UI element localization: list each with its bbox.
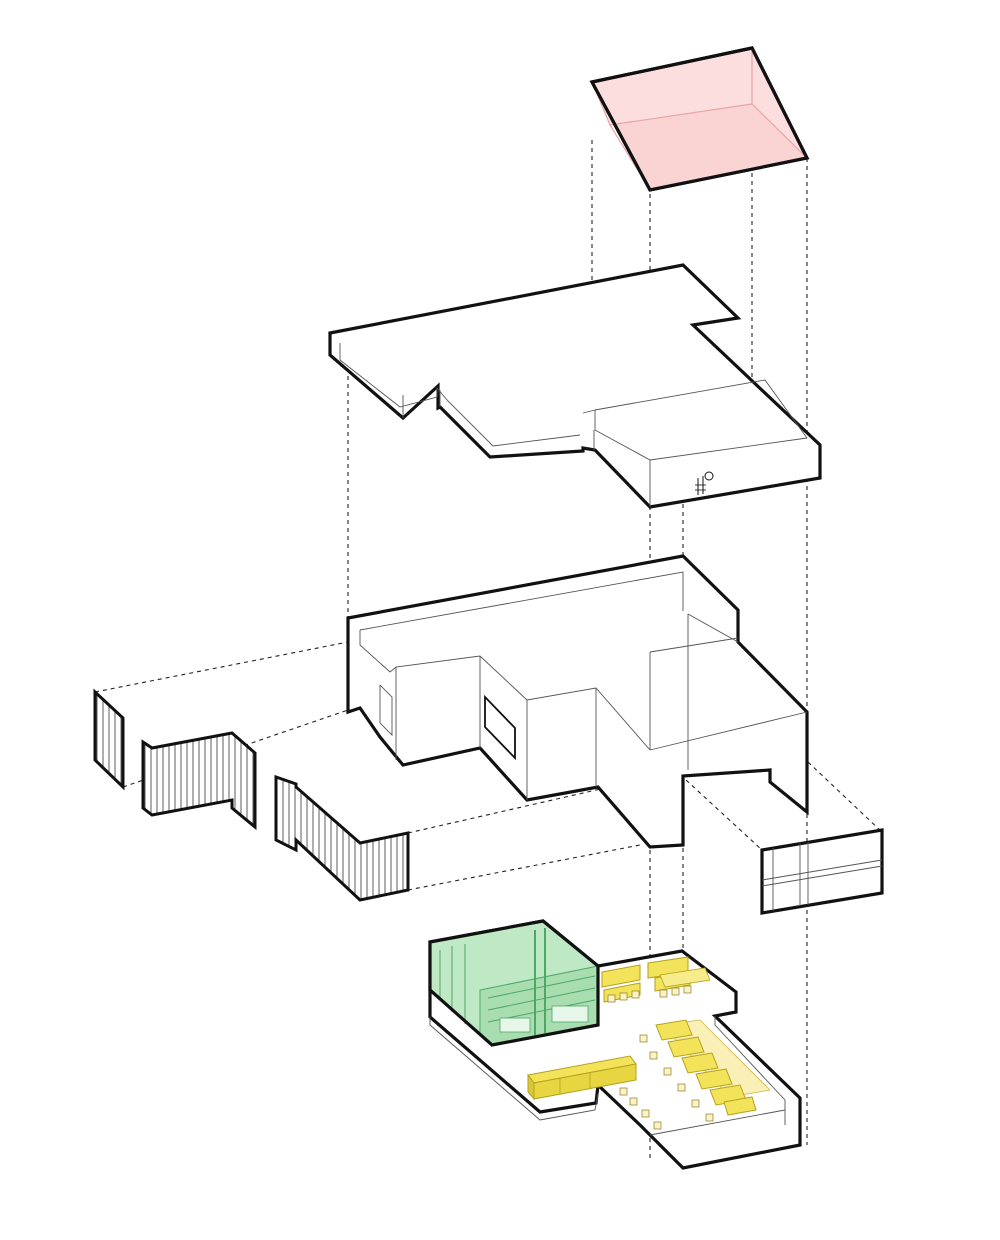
facade-panel-3	[274, 774, 410, 902]
tables-upper	[601, 956, 711, 1003]
ceiling-plate	[328, 263, 822, 509]
chairs	[607, 985, 714, 1130]
tables-right	[655, 1019, 757, 1116]
wall-shell	[346, 554, 809, 849]
ceiling-logo-icon	[695, 471, 714, 495]
facade-panel-1	[93, 688, 125, 791]
facade-panel-2	[141, 731, 257, 831]
bar-counter	[527, 1055, 637, 1101]
roof-block	[589, 46, 810, 192]
storefront-block	[760, 828, 884, 915]
kitchen-block	[428, 919, 600, 1047]
